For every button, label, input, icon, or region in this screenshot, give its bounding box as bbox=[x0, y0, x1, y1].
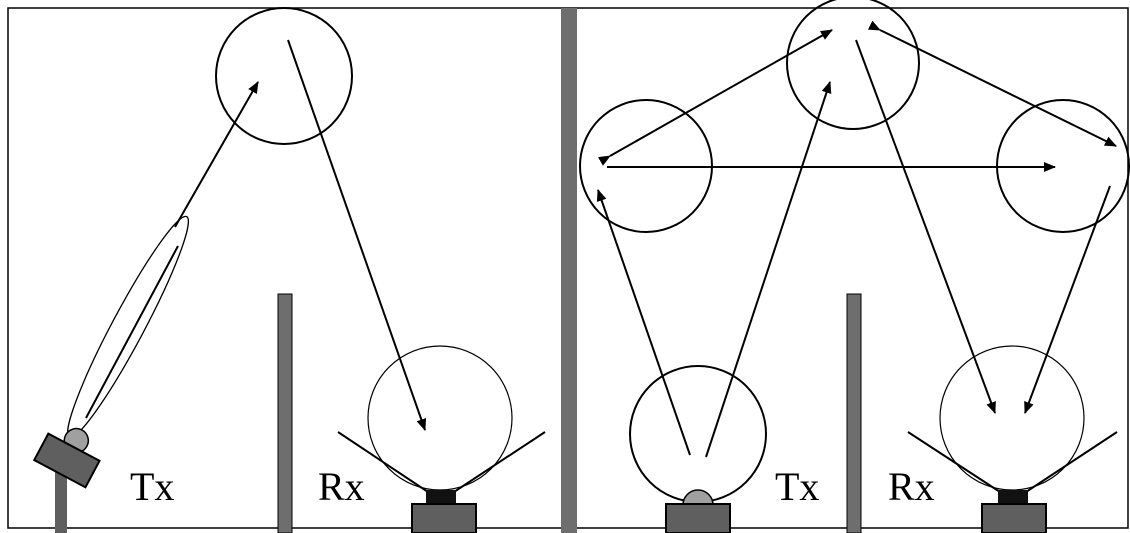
left-rx-detector bbox=[426, 490, 456, 504]
right-reflection-spot-top bbox=[786, 0, 920, 130]
left-blocking-wall bbox=[277, 293, 293, 533]
right-rx-label: Rx bbox=[888, 464, 935, 509]
right-tx-label: Tx bbox=[775, 464, 819, 509]
left-beam-core bbox=[85, 245, 179, 419]
left-rx-concentrator bbox=[337, 431, 546, 493]
left-beam-lobe bbox=[66, 215, 190, 439]
left-tx-label: Tx bbox=[130, 464, 174, 509]
left-arrow-tx-to-spot bbox=[174, 81, 259, 228]
panel-divider-wall bbox=[561, 8, 577, 533]
left-reflection-spot bbox=[215, 7, 353, 145]
left-panel: Tx Rx bbox=[32, 7, 546, 533]
right-arrow-left-top bbox=[597, 29, 833, 166]
right-arrow-tx-to-top-spot bbox=[705, 81, 832, 458]
left-tx-body bbox=[32, 432, 101, 489]
left-tx-stand bbox=[55, 470, 67, 533]
right-blocking-wall bbox=[846, 293, 862, 533]
left-arrow-spot-to-rx bbox=[287, 39, 427, 431]
right-rx-detector bbox=[998, 490, 1028, 504]
left-transmitter bbox=[32, 427, 101, 489]
right-rx-concentrator bbox=[907, 431, 1118, 493]
right-arrow-tx-to-left-spot bbox=[596, 189, 691, 456]
right-arrow-top-right bbox=[867, 20, 1117, 147]
left-rx-body bbox=[411, 503, 477, 533]
left-rx-label: Rx bbox=[318, 464, 365, 509]
right-rx-body bbox=[981, 503, 1047, 533]
right-arrow-right-spot-to-rx bbox=[1024, 185, 1111, 414]
right-arrow-top-spot-to-rx bbox=[855, 39, 996, 414]
right-panel: Tx Rx bbox=[579, 0, 1130, 533]
right-tx-lens bbox=[682, 489, 714, 506]
right-tx-body bbox=[665, 503, 731, 533]
right-tx-emission-pattern bbox=[629, 365, 767, 503]
